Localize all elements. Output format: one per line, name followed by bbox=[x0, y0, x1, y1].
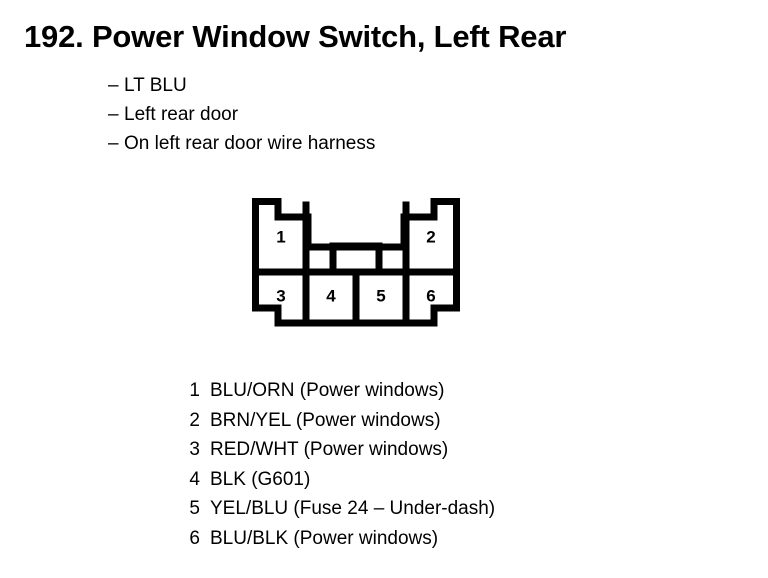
attribute-text: On left rear door wire harness bbox=[124, 133, 376, 154]
wire-description: BLK (G601) bbox=[210, 468, 311, 490]
dash-bullet-icon: – bbox=[108, 133, 119, 154]
attribute-text: LT BLU bbox=[124, 75, 187, 96]
connector-body-outline bbox=[252, 198, 460, 327]
dash-bullet-icon: – bbox=[108, 75, 119, 96]
wire-legend-row: 4 BLK (G601) bbox=[182, 465, 495, 495]
attribute-item-location: –Left rear door bbox=[108, 100, 375, 129]
attribute-text: Left rear door bbox=[124, 104, 239, 125]
wire-pin-number: 3 bbox=[189, 439, 200, 460]
wire-pin-number: 6 bbox=[189, 527, 200, 549]
pin-number-1: 1 bbox=[276, 227, 285, 246]
wire-legend-row: 2 BRN/YEL (Power windows) bbox=[182, 406, 495, 436]
wire-legend-row: 1 BLU/ORN (Power windows) bbox=[182, 376, 495, 406]
dash-bullet-icon: – bbox=[108, 104, 119, 125]
wire-pin-number: 5 bbox=[189, 498, 200, 519]
page-title: 192. Power Window Switch, Left Rear bbox=[24, 19, 567, 54]
pin-number-4: 4 bbox=[326, 286, 336, 305]
pin-number-3: 3 bbox=[276, 286, 285, 305]
wire-legend: 1 BLU/ORN (Power windows) 2 BRN/YEL (Pow… bbox=[182, 376, 495, 553]
wire-pin-number: 1 bbox=[189, 380, 200, 401]
connector-diagram: 1 2 3 4 5 6 bbox=[250, 196, 462, 338]
wire-pin-number: 2 bbox=[189, 409, 200, 431]
connector-outline-svg: 1 2 3 4 5 6 bbox=[252, 198, 460, 327]
wire-description: BRN/YEL (Power windows) bbox=[210, 409, 441, 431]
wire-pin-number: 4 bbox=[189, 468, 200, 490]
wire-legend-row: 5 YEL/BLU (Fuse 24 – Under-dash) bbox=[182, 494, 495, 524]
attribute-list: –LT BLU –Left rear door –On left rear do… bbox=[108, 71, 375, 158]
wire-description: BLU/ORN (Power windows) bbox=[210, 380, 445, 401]
wire-legend-row: 3 RED/WHT (Power windows) bbox=[182, 435, 495, 465]
connector-locking-tab bbox=[329, 242, 383, 276]
pin-number-2: 2 bbox=[426, 227, 435, 246]
pin-number-6: 6 bbox=[426, 286, 435, 305]
wire-description: RED/WHT (Power windows) bbox=[210, 439, 449, 460]
attribute-item-wire-color: –LT BLU bbox=[108, 71, 375, 100]
wire-legend-row: 6 BLU/BLK (Power windows) bbox=[182, 524, 495, 554]
attribute-item-harness: –On left rear door wire harness bbox=[108, 129, 375, 158]
pin-number-5: 5 bbox=[376, 286, 385, 305]
wire-description: BLU/BLK (Power windows) bbox=[210, 527, 439, 549]
wire-description: YEL/BLU (Fuse 24 – Under-dash) bbox=[210, 498, 496, 519]
